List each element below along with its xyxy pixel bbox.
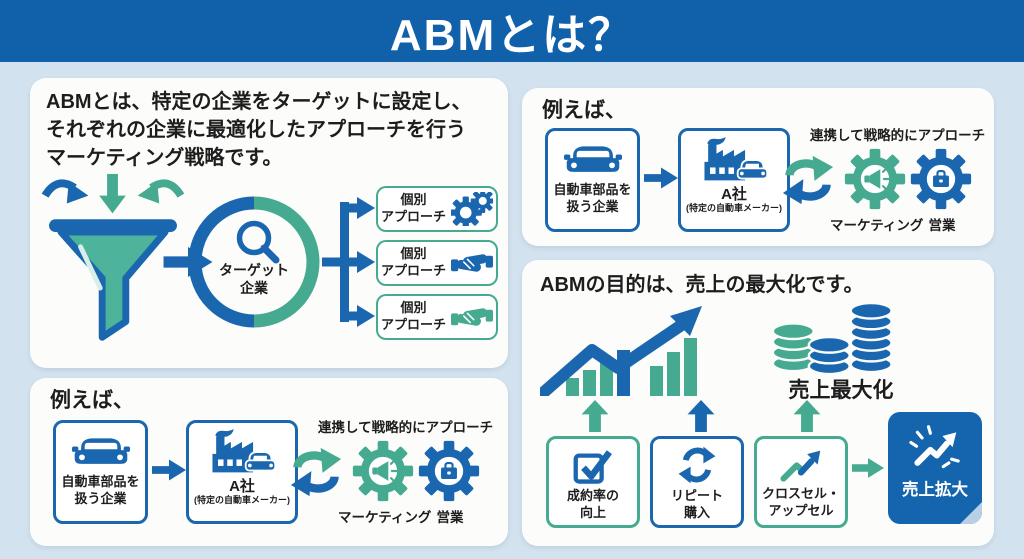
arrow-right-icon — [644, 166, 678, 190]
factor-box-repeat: リピート 購入 — [650, 436, 744, 528]
page-curl — [960, 502, 982, 524]
arrow-right-icon — [852, 456, 884, 480]
gears-icon — [451, 192, 493, 226]
factor-box-cross-sell: クロスセル・ アップセル — [754, 436, 848, 528]
car-icon — [564, 139, 622, 179]
coordination-caption: 連携して戦略的にアプローチ — [318, 420, 494, 435]
individual-approach-box: 個別 アプローチ — [376, 186, 498, 232]
factor-label: クロスセル・ アップセル — [761, 486, 840, 518]
example-heading: 例えば、 — [542, 99, 626, 122]
coordination-caption: 連携して戦略的にアプローチ — [810, 128, 986, 143]
megaphone-gear-icon — [844, 148, 906, 210]
individual-approach-box: 個別 アプローチ — [376, 240, 498, 286]
sales-max-label: 売上最大化 — [788, 379, 894, 402]
page-title: ABMとは？ — [389, 11, 635, 60]
approach-label: 個別 アプローチ — [380, 192, 446, 224]
funnel-icon — [41, 173, 185, 341]
factory-icon — [699, 137, 769, 185]
factory-icon — [207, 429, 277, 477]
repeat-icon — [677, 445, 717, 485]
target-circle: ターゲット 企業 — [188, 196, 320, 328]
definition-line: それぞれの企業に最適化したアプローチを行う — [46, 119, 466, 141]
sync-arrows-icon — [782, 154, 834, 206]
briefcase-gear-icon — [910, 148, 972, 210]
briefcase-gear-icon — [418, 440, 480, 502]
arrow-right-icon — [152, 458, 186, 482]
sales-expansion-label: 売上拡大 — [902, 481, 968, 499]
connector-bracket — [322, 197, 375, 327]
coordination-group: 連携して戦略的にアプローチ マーケティング 営業 — [288, 416, 500, 530]
supplier-box: 自動車部品を 扱う企業 — [545, 128, 640, 232]
definition-line: ABMとは、特定の企業をターゲットに設定し、 — [46, 91, 472, 113]
approach-label: 個別 アプローチ — [380, 300, 446, 332]
trend-up-icon — [780, 448, 822, 483]
marketing-label: マーケティング — [338, 510, 432, 525]
example-panel-top: 例えば、 自動車部品を 扱う企業 A社 (特定の自動車メーカー) 連携して戦略的… — [522, 88, 994, 246]
maker-label: A社 — [721, 186, 747, 203]
example-panel-bottom: 例えば、 自動車部品を 扱う企業 A社 (特定の自動車メーカー) 連携して戦略的… — [30, 378, 508, 546]
factor-label: 成約率の 向上 — [566, 488, 619, 520]
maker-box: A社 (特定の自動車メーカー) — [678, 128, 790, 232]
maker-box: A社 (特定の自動車メーカー) — [186, 420, 298, 524]
factor-label: リピート 購入 — [670, 488, 723, 520]
checkbox-icon — [573, 447, 613, 485]
goal-heading: ABMの目的は、売上の最大化です。 — [540, 274, 864, 296]
target-label: ターゲット 企業 — [219, 262, 289, 296]
sync-arrows-icon — [290, 446, 342, 498]
up-arrow-icon — [792, 400, 822, 432]
marketing-label: マーケティング — [830, 218, 924, 233]
up-arrow-icon — [580, 400, 610, 432]
handshake-icon — [451, 304, 493, 330]
maker-sublabel: (特定の自動車メーカー) — [686, 202, 782, 213]
factor-box-contract-rate: 成約率の 向上 — [546, 436, 640, 528]
maker-label: A社 — [229, 478, 255, 495]
maker-sublabel: (特定の自動車メーカー) — [194, 494, 290, 505]
megaphone-gear-icon — [352, 440, 414, 502]
goal-panel: ABMの目的は、売上の最大化です。 — [522, 260, 994, 546]
car-icon — [72, 431, 130, 471]
sales-label: 営業 — [436, 510, 464, 525]
definition-panel: ABMとは、特定の企業をターゲットに設定し、 それぞれの企業に最適化したアプロー… — [30, 78, 508, 368]
definition-text: ABMとは、特定の企業をターゲットに設定し、 それぞれの企業に最適化したアプロー… — [46, 88, 496, 172]
supplier-label: 自動車部品を 扱う企業 — [553, 182, 632, 214]
coordination-group: 連携して戦略的にアプローチ マーケティング 営業 — [780, 124, 992, 238]
example-heading: 例えば、 — [50, 389, 134, 412]
search-icon — [188, 196, 320, 328]
sales-label: 営業 — [928, 218, 956, 233]
supplier-label: 自動車部品を 扱う企業 — [61, 474, 140, 506]
coins-icon — [771, 302, 893, 376]
approach-label: 個別 アプローチ — [380, 246, 446, 278]
sales-growth-icon — [905, 424, 965, 474]
supplier-box: 自動車部品を 扱う企業 — [53, 420, 148, 524]
definition-line: マーケティング戦略です。 — [46, 147, 283, 169]
sales-expansion-box: 売上拡大 — [888, 412, 982, 524]
title-banner: ABMとは？ — [0, 0, 1024, 62]
growth-chart-icon — [540, 306, 702, 396]
handshake-icon — [451, 250, 493, 276]
individual-approach-box: 個別 アプローチ — [376, 294, 498, 340]
up-arrow-icon — [686, 400, 716, 432]
